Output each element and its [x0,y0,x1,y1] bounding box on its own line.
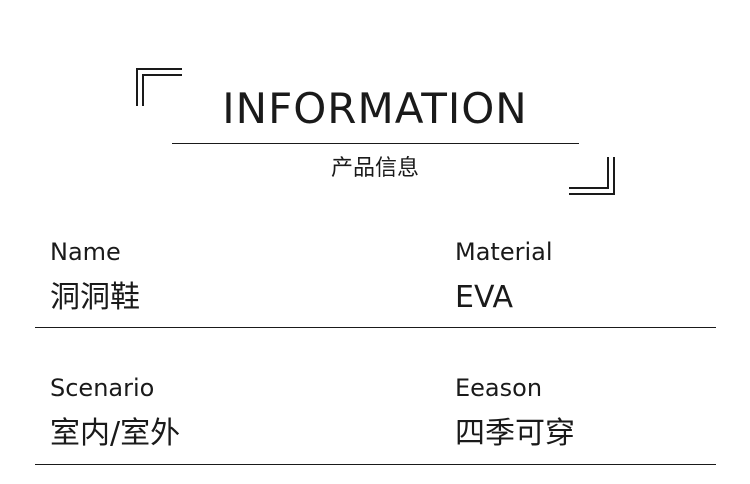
title-divider [172,143,579,144]
row-divider-1 [35,327,716,328]
name-value: 洞洞鞋 [50,280,140,315]
scenario-value: 室内/室外 [50,416,181,451]
material-label: Material [455,238,553,266]
material-value: EVA [455,280,514,315]
scenario-label: Scenario [50,374,155,402]
corner-bracket-top-left-inner [142,74,182,106]
name-label: Name [50,238,121,266]
corner-bracket-bottom-right-outer [569,157,615,195]
corner-bracket-bottom-right-inner [569,157,609,189]
page-subtitle: 产品信息 [330,156,419,181]
season-value: 四季可穿 [455,416,575,451]
corner-bracket-top-left-outer [136,68,182,106]
page-title: INFORMATION [222,84,528,133]
season-label: Eeason [455,374,543,402]
row-divider-2 [35,464,716,465]
